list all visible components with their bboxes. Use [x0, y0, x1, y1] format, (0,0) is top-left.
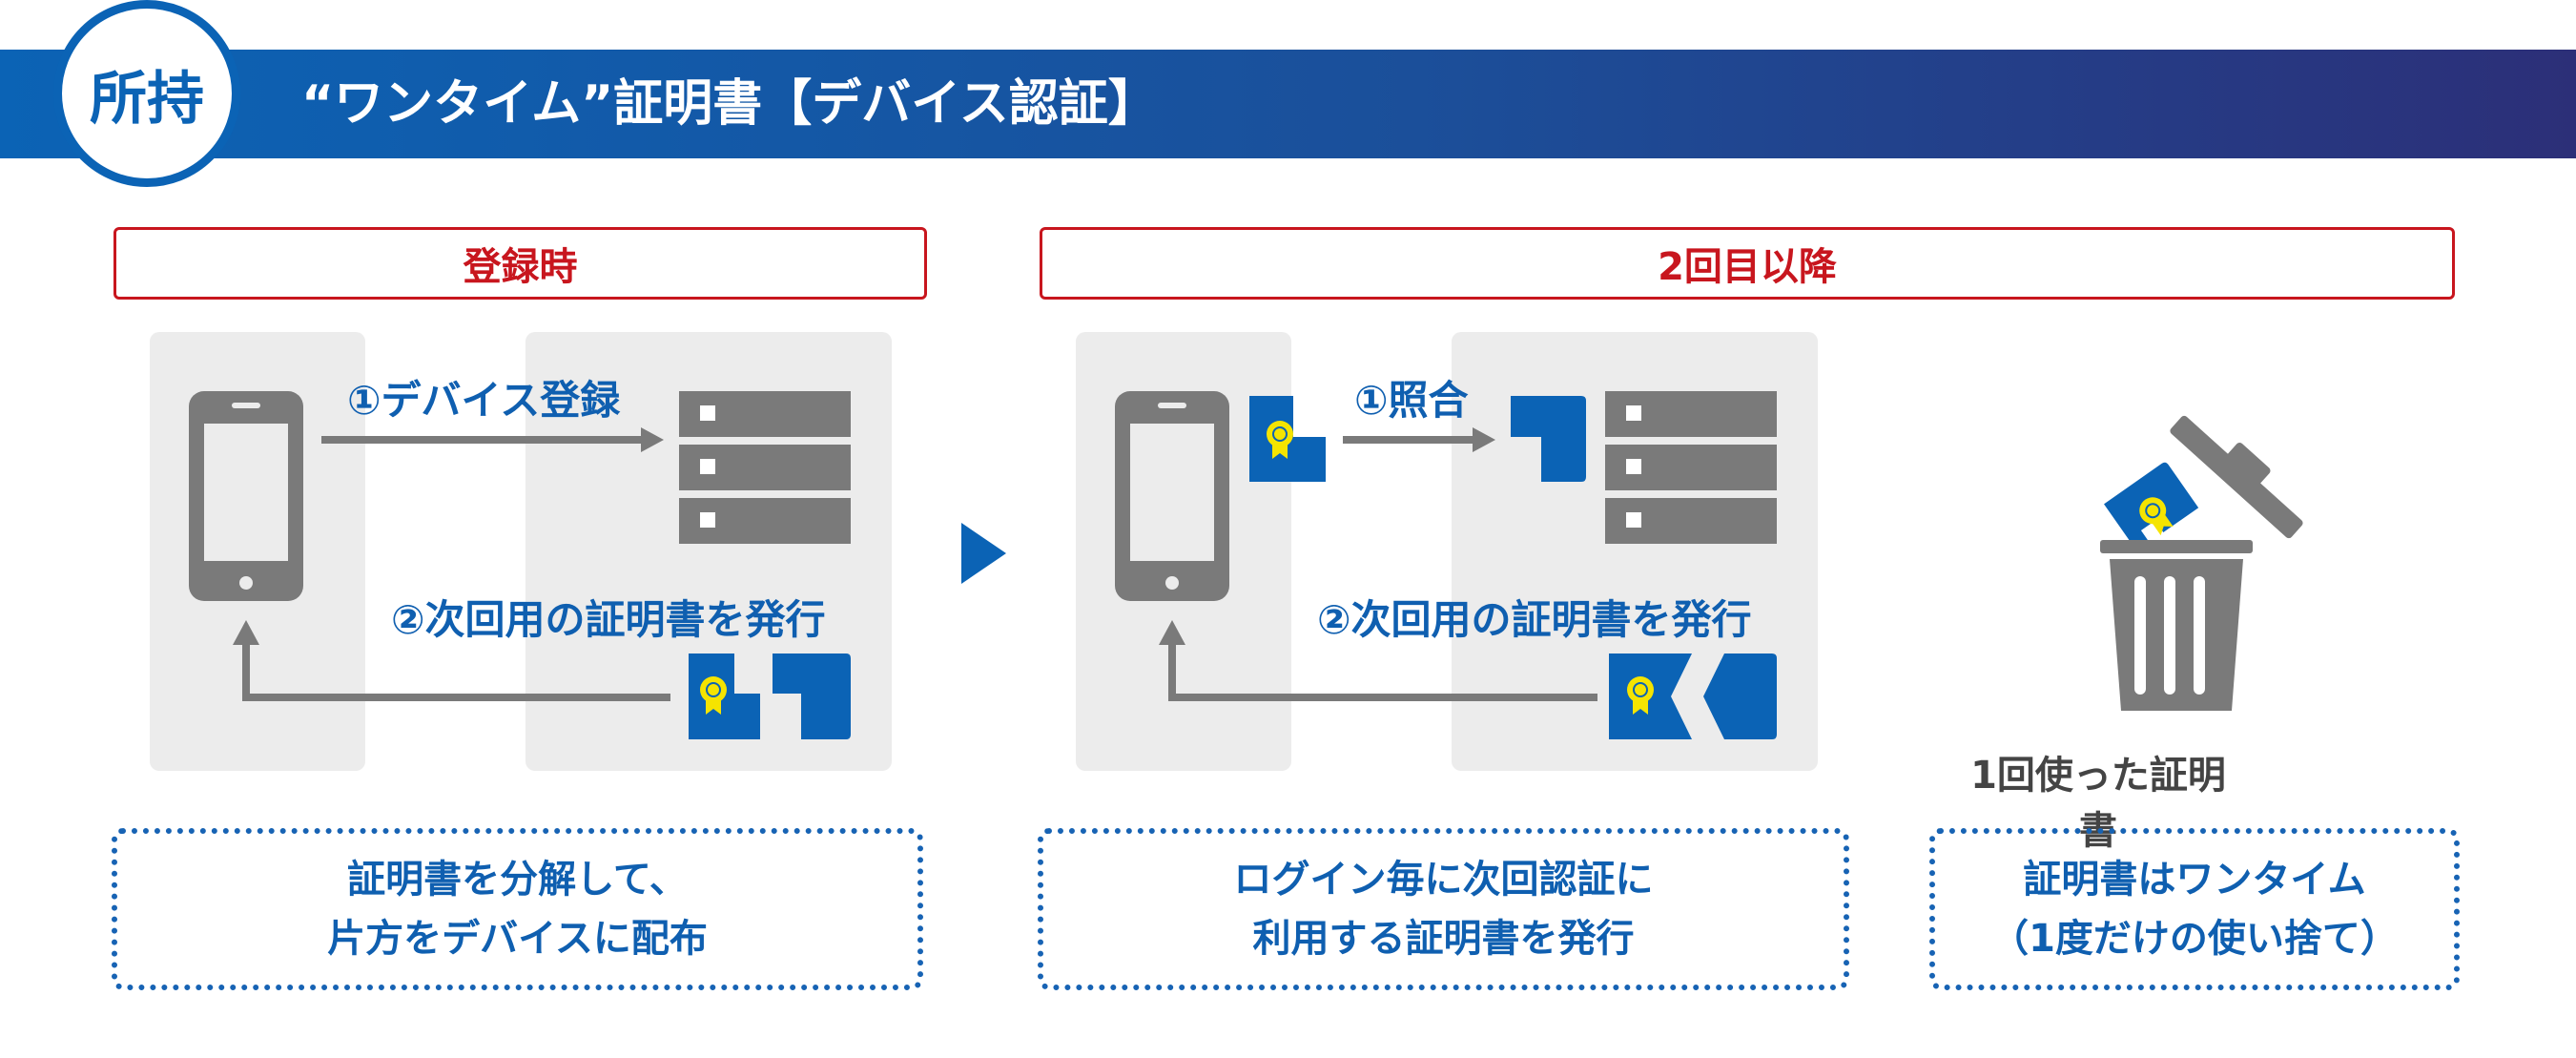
- registration-caption-line2: 片方をデバイスに配布: [327, 917, 708, 961]
- trash-caption: 証明書はワンタイム （1度だけの使い捨て）: [1929, 828, 2460, 990]
- registration-step2-label: ②次回用の証明書を発行: [391, 596, 826, 643]
- used-certificate-icon: [2104, 462, 2199, 551]
- page-title: “ワンタイム”証明書【デバイス認証】: [301, 75, 1158, 133]
- header-banner: [0, 50, 2576, 158]
- trash-caption-line1: 証明書はワンタイム: [2023, 858, 2366, 902]
- match-arrow-icon: [1343, 427, 1495, 452]
- subsequent-caption: ログイン毎に次回認証に 利用する証明書を発行: [1038, 828, 1849, 990]
- certificate-half-icon: [1703, 653, 1777, 739]
- server-icon: [1605, 391, 1777, 544]
- trash-lid-icon: [2170, 415, 2303, 539]
- category-badge: 所持: [53, 0, 240, 187]
- registration-caption-line1: 証明書を分解して、: [347, 858, 688, 902]
- trash-caption-line2: （1度だけの使い捨て）: [1990, 917, 2399, 961]
- return-arrow-icon: [1159, 620, 1597, 701]
- return-arrow-icon: [233, 620, 670, 701]
- subsequent-heading: 2回目以降: [1040, 227, 2455, 300]
- smartphone-icon: [1115, 391, 1229, 601]
- subsequent-step2-label: ②次回用の証明書を発行: [1317, 596, 1752, 643]
- certificate-half-icon: [689, 653, 760, 739]
- next-step-arrow-icon: [961, 523, 1006, 584]
- registration-caption: 証明書を分解して、 片方をデバイスに配布: [112, 828, 923, 990]
- trash-can-icon: [2100, 415, 2303, 711]
- subsequent-caption-line2: 利用する証明書を発行: [1252, 917, 1635, 961]
- certificate-half-icon: [1249, 396, 1326, 482]
- subsequent-step1-label: ①照合: [1354, 377, 1469, 424]
- registration-heading: 登録時: [113, 227, 927, 300]
- certificate-half-icon: [773, 653, 851, 739]
- smartphone-icon: [189, 391, 303, 601]
- certificate-half-icon: [1511, 396, 1586, 482]
- subsequent-caption-line1: ログイン毎に次回認証に: [1233, 858, 1654, 902]
- server-icon: [679, 391, 851, 544]
- certificate-half-icon: [1609, 653, 1692, 739]
- registration-step1-label: ①デバイス登録: [347, 377, 621, 424]
- registration-arrow-icon: [321, 427, 664, 452]
